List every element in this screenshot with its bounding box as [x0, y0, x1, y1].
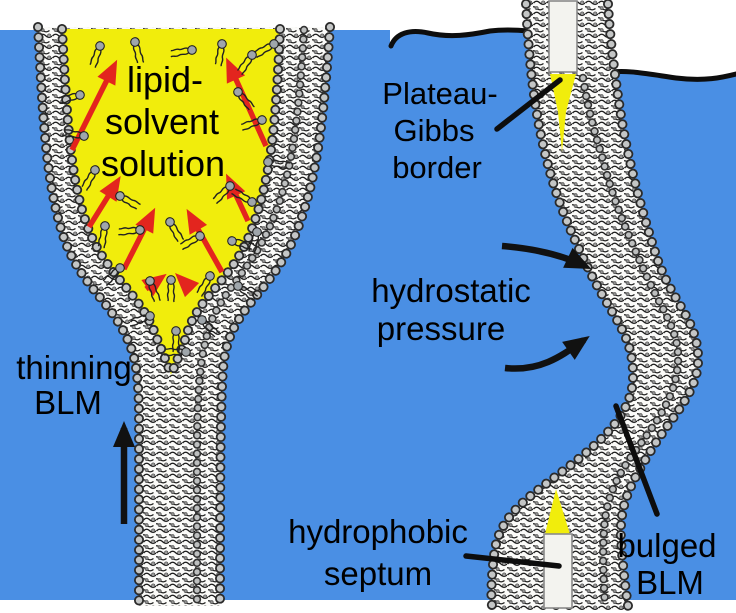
- plateau-gibbs-border-bottom: [545, 489, 570, 534]
- bulged-membrane-bead-edges: [486, 0, 704, 611]
- label-line: solvent: [105, 101, 219, 142]
- label-hydrophobic-septum: hydrophobic septum: [288, 513, 468, 592]
- red-outflow-arrow: [226, 57, 269, 148]
- label-bulged-blm: bulged BLM: [617, 527, 716, 601]
- label-line: solution: [101, 143, 225, 184]
- label-line: septum: [324, 555, 432, 592]
- label-plateau-gibbs-border: Plateau- Gibbs border: [382, 76, 497, 185]
- label-line: hydrophobic: [288, 513, 468, 550]
- red-outflow-arrow: [186, 208, 225, 274]
- hydrophobic-septum-top: [548, 0, 578, 73]
- label-thinning-blm: thinning BLM: [16, 349, 132, 421]
- plateau-gibbs-border-top: [550, 74, 576, 152]
- lipid-solvent-solution-region: [62, 29, 280, 375]
- label-line: pressure: [377, 310, 505, 347]
- water-surface-wavy-line-left: [388, 27, 532, 49]
- hydrostatic-pressure-arrow-bottom: [504, 335, 590, 372]
- pointer-line-hydrophobic-septum: [463, 553, 562, 569]
- label-line: thinning: [16, 349, 132, 386]
- pointer-line-plateau-gibbs: [494, 77, 563, 132]
- red-outflow-arrow: [86, 176, 121, 229]
- label-line: BLM: [636, 564, 704, 601]
- red-outflow-arrow: [175, 273, 200, 298]
- label-line: BLM: [34, 384, 102, 421]
- water-surface-wavy-line-right: [601, 69, 736, 82]
- label-line: hydrostatic: [371, 272, 531, 309]
- label-line: border: [392, 150, 482, 185]
- label-line: bulged: [617, 527, 716, 564]
- pointer-line-bulged-blm: [613, 403, 660, 517]
- label-hydrostatic-pressure: hydrostatic pressure: [371, 272, 531, 347]
- label-line: Gibbs: [394, 113, 475, 148]
- label-lipid-solvent-solution: lipid- solvent solution: [101, 59, 225, 184]
- funnel-bead-edges: [33, 22, 335, 606]
- air-region-right-of-membrane: [604, 0, 736, 80]
- red-outflow-arrow: [69, 59, 118, 152]
- hydrophobic-septum-bottom: [543, 533, 573, 609]
- label-line: lipid-: [127, 59, 203, 100]
- hydrostatic-pressure-arrow-top: [501, 242, 592, 269]
- air-region-left-of-membrane: [390, 0, 529, 46]
- label-line: Plateau-: [382, 76, 497, 111]
- red-outflow-arrow: [121, 207, 156, 271]
